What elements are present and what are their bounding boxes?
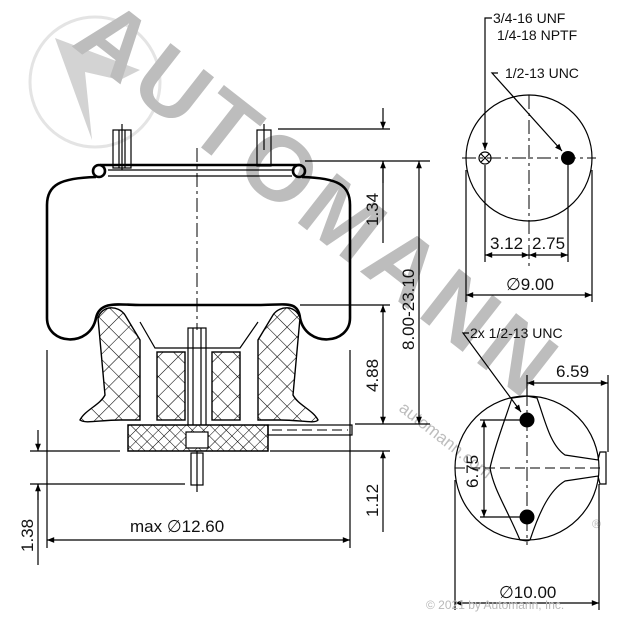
dim-top-diameter: ∅9.00 bbox=[506, 275, 554, 294]
side-dimensions: 1.34 8.00-23.10 4.88 1.12 1.38 max ∅12.6… bbox=[18, 108, 430, 565]
watermark-logo-ring bbox=[28, 15, 162, 149]
nut bbox=[185, 431, 209, 449]
dim-3-12: 3.12 bbox=[490, 234, 523, 253]
callout-bottom-studs: 2x 1/2-13 UNC bbox=[470, 325, 563, 341]
dim-8-00-23-10: 8.00-23.10 bbox=[399, 269, 418, 350]
dim-6-59: 6.59 bbox=[556, 362, 589, 381]
center-bolt bbox=[187, 327, 207, 433]
dim-4-88: 4.88 bbox=[363, 359, 382, 392]
callout-air-fitting-1: 3/4-16 UNF bbox=[493, 10, 565, 26]
dim-6-75: 6.75 bbox=[463, 455, 482, 488]
dim-1-12: 1.12 bbox=[363, 484, 382, 517]
bottom-view: 2x 1/2-13 UNC 6.59 6.75 ∅10.00 bbox=[454, 325, 609, 610]
callout-air-fitting-2: 1/4-18 NPTF bbox=[497, 27, 577, 43]
bottom-stud-lower bbox=[519, 509, 535, 525]
bellows bbox=[45, 175, 352, 341]
watermark-logo-icon bbox=[55, 38, 140, 140]
top-view: 3/4-16 UNF 1/4-18 NPTF 1/2-13 UNC 3.12 2… bbox=[462, 10, 596, 302]
top-stud bbox=[561, 151, 575, 165]
dim-1-38: 1.38 bbox=[18, 519, 37, 552]
piston-core-right bbox=[211, 351, 241, 421]
watermark-registered: ® bbox=[592, 517, 601, 531]
dim-bottom-diameter: ∅10.00 bbox=[499, 583, 556, 602]
piston-outline bbox=[489, 395, 607, 542]
side-view bbox=[45, 124, 353, 492]
copyright-text: © 2021 by Automann, Inc. bbox=[426, 598, 564, 612]
dim-2-75: 2.75 bbox=[532, 234, 565, 253]
dim-max-diameter: max ∅12.60 bbox=[130, 517, 224, 536]
air-fitting bbox=[478, 151, 492, 165]
dim-1-34: 1.34 bbox=[363, 193, 382, 226]
bracket-tab bbox=[267, 424, 353, 436]
piston-core-left bbox=[156, 351, 186, 421]
piston-right bbox=[257, 307, 319, 423]
bottom-stud-upper bbox=[519, 412, 535, 428]
callout-top-stud: 1/2-13 UNC bbox=[505, 65, 579, 81]
piston-left bbox=[79, 307, 141, 423]
